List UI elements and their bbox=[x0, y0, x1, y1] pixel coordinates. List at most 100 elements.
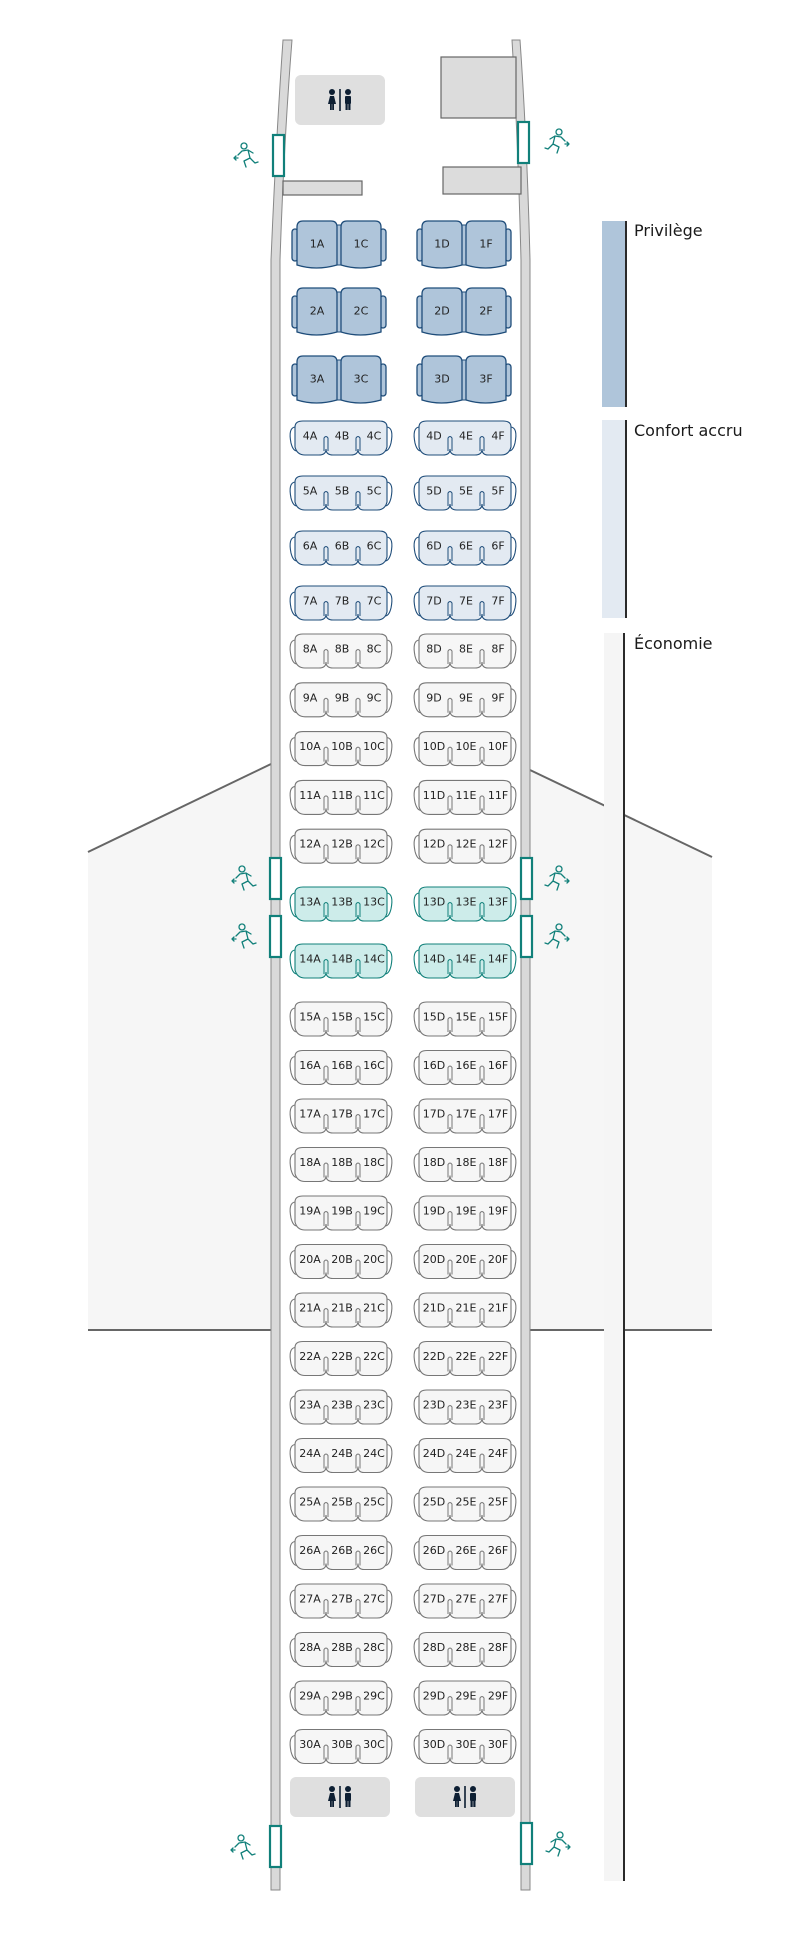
seat-16B[interactable]: 16B bbox=[328, 1053, 356, 1081]
seat-5B[interactable]: 5B bbox=[328, 478, 356, 506]
seat-28D[interactable]: 28D bbox=[420, 1635, 448, 1663]
seat-22A[interactable]: 22A bbox=[296, 1344, 324, 1372]
seat-29F[interactable]: 29F bbox=[484, 1683, 512, 1711]
seat-18D[interactable]: 18D bbox=[420, 1150, 448, 1178]
seat-25A[interactable]: 25A bbox=[296, 1489, 324, 1517]
seat-12F[interactable]: 12F bbox=[484, 831, 512, 859]
seat-21B[interactable]: 21B bbox=[328, 1295, 356, 1323]
seat-8F[interactable]: 8F bbox=[484, 636, 512, 664]
seat-24C[interactable]: 24C bbox=[360, 1441, 388, 1469]
seat-6A[interactable]: 6A bbox=[296, 533, 324, 561]
seat-19C[interactable]: 19C bbox=[360, 1198, 388, 1226]
seat-20B[interactable]: 20B bbox=[328, 1247, 356, 1275]
seat-14B[interactable]: 14B bbox=[328, 946, 356, 974]
seat-23C[interactable]: 23C bbox=[360, 1392, 388, 1420]
seat-28F[interactable]: 28F bbox=[484, 1635, 512, 1663]
seat-25E[interactable]: 25E bbox=[452, 1489, 480, 1517]
seat-20A[interactable]: 20A bbox=[296, 1247, 324, 1275]
seat-1F[interactable]: 1F bbox=[465, 220, 507, 269]
seat-13C[interactable]: 13C bbox=[360, 889, 388, 917]
seat-17B[interactable]: 17B bbox=[328, 1101, 356, 1129]
seat-18F[interactable]: 18F bbox=[484, 1150, 512, 1178]
seat-27F[interactable]: 27F bbox=[484, 1586, 512, 1614]
seat-16C[interactable]: 16C bbox=[360, 1053, 388, 1081]
seat-26F[interactable]: 26F bbox=[484, 1538, 512, 1566]
seat-27C[interactable]: 27C bbox=[360, 1586, 388, 1614]
seat-5C[interactable]: 5C bbox=[360, 478, 388, 506]
seat-5D[interactable]: 5D bbox=[420, 478, 448, 506]
seat-26D[interactable]: 26D bbox=[420, 1538, 448, 1566]
seat-26B[interactable]: 26B bbox=[328, 1538, 356, 1566]
seat-20D[interactable]: 20D bbox=[420, 1247, 448, 1275]
seat-11A[interactable]: 11A bbox=[296, 782, 324, 810]
seat-11F[interactable]: 11F bbox=[484, 782, 512, 810]
seat-19D[interactable]: 19D bbox=[420, 1198, 448, 1226]
seat-16E[interactable]: 16E bbox=[452, 1053, 480, 1081]
seat-18B[interactable]: 18B bbox=[328, 1150, 356, 1178]
seat-18E[interactable]: 18E bbox=[452, 1150, 480, 1178]
seat-25F[interactable]: 25F bbox=[484, 1489, 512, 1517]
seat-28E[interactable]: 28E bbox=[452, 1635, 480, 1663]
seat-12C[interactable]: 12C bbox=[360, 831, 388, 859]
seat-12E[interactable]: 12E bbox=[452, 831, 480, 859]
seat-4C[interactable]: 4C bbox=[360, 423, 388, 451]
seat-12B[interactable]: 12B bbox=[328, 831, 356, 859]
seat-9B[interactable]: 9B bbox=[328, 685, 356, 713]
seat-30D[interactable]: 30D bbox=[420, 1732, 448, 1760]
seat-28B[interactable]: 28B bbox=[328, 1635, 356, 1663]
seat-19B[interactable]: 19B bbox=[328, 1198, 356, 1226]
seat-2D[interactable]: 2D bbox=[421, 287, 463, 336]
seat-8B[interactable]: 8B bbox=[328, 636, 356, 664]
seat-14A[interactable]: 14A bbox=[296, 946, 324, 974]
seat-30B[interactable]: 30B bbox=[328, 1732, 356, 1760]
seat-16A[interactable]: 16A bbox=[296, 1053, 324, 1081]
seat-19F[interactable]: 19F bbox=[484, 1198, 512, 1226]
seat-13F[interactable]: 13F bbox=[484, 889, 512, 917]
seat-4B[interactable]: 4B bbox=[328, 423, 356, 451]
seat-6F[interactable]: 6F bbox=[484, 533, 512, 561]
seat-24E[interactable]: 24E bbox=[452, 1441, 480, 1469]
seat-24F[interactable]: 24F bbox=[484, 1441, 512, 1469]
seat-26C[interactable]: 26C bbox=[360, 1538, 388, 1566]
seat-20F[interactable]: 20F bbox=[484, 1247, 512, 1275]
seat-21A[interactable]: 21A bbox=[296, 1295, 324, 1323]
seat-26E[interactable]: 26E bbox=[452, 1538, 480, 1566]
seat-12D[interactable]: 12D bbox=[420, 831, 448, 859]
seat-8C[interactable]: 8C bbox=[360, 636, 388, 664]
seat-27D[interactable]: 27D bbox=[420, 1586, 448, 1614]
seat-22E[interactable]: 22E bbox=[452, 1344, 480, 1372]
seat-21C[interactable]: 21C bbox=[360, 1295, 388, 1323]
seat-14F[interactable]: 14F bbox=[484, 946, 512, 974]
seat-19E[interactable]: 19E bbox=[452, 1198, 480, 1226]
seat-15A[interactable]: 15A bbox=[296, 1004, 324, 1032]
seat-1C[interactable]: 1C bbox=[340, 220, 382, 269]
seat-11D[interactable]: 11D bbox=[420, 782, 448, 810]
seat-11B[interactable]: 11B bbox=[328, 782, 356, 810]
seat-1A[interactable]: 1A bbox=[296, 220, 338, 269]
seat-27E[interactable]: 27E bbox=[452, 1586, 480, 1614]
seat-8A[interactable]: 8A bbox=[296, 636, 324, 664]
seat-13A[interactable]: 13A bbox=[296, 889, 324, 917]
seat-27A[interactable]: 27A bbox=[296, 1586, 324, 1614]
seat-17C[interactable]: 17C bbox=[360, 1101, 388, 1129]
seat-2F[interactable]: 2F bbox=[465, 287, 507, 336]
seat-3A[interactable]: 3A bbox=[296, 355, 338, 404]
seat-22F[interactable]: 22F bbox=[484, 1344, 512, 1372]
seat-29D[interactable]: 29D bbox=[420, 1683, 448, 1711]
seat-23B[interactable]: 23B bbox=[328, 1392, 356, 1420]
seat-15D[interactable]: 15D bbox=[420, 1004, 448, 1032]
seat-4E[interactable]: 4E bbox=[452, 423, 480, 451]
seat-7D[interactable]: 7D bbox=[420, 588, 448, 616]
seat-25D[interactable]: 25D bbox=[420, 1489, 448, 1517]
seat-12A[interactable]: 12A bbox=[296, 831, 324, 859]
seat-28C[interactable]: 28C bbox=[360, 1635, 388, 1663]
seat-13B[interactable]: 13B bbox=[328, 889, 356, 917]
seat-6B[interactable]: 6B bbox=[328, 533, 356, 561]
seat-21F[interactable]: 21F bbox=[484, 1295, 512, 1323]
seat-9E[interactable]: 9E bbox=[452, 685, 480, 713]
seat-21E[interactable]: 21E bbox=[452, 1295, 480, 1323]
seat-7B[interactable]: 7B bbox=[328, 588, 356, 616]
seat-23F[interactable]: 23F bbox=[484, 1392, 512, 1420]
seat-4F[interactable]: 4F bbox=[484, 423, 512, 451]
seat-29B[interactable]: 29B bbox=[328, 1683, 356, 1711]
